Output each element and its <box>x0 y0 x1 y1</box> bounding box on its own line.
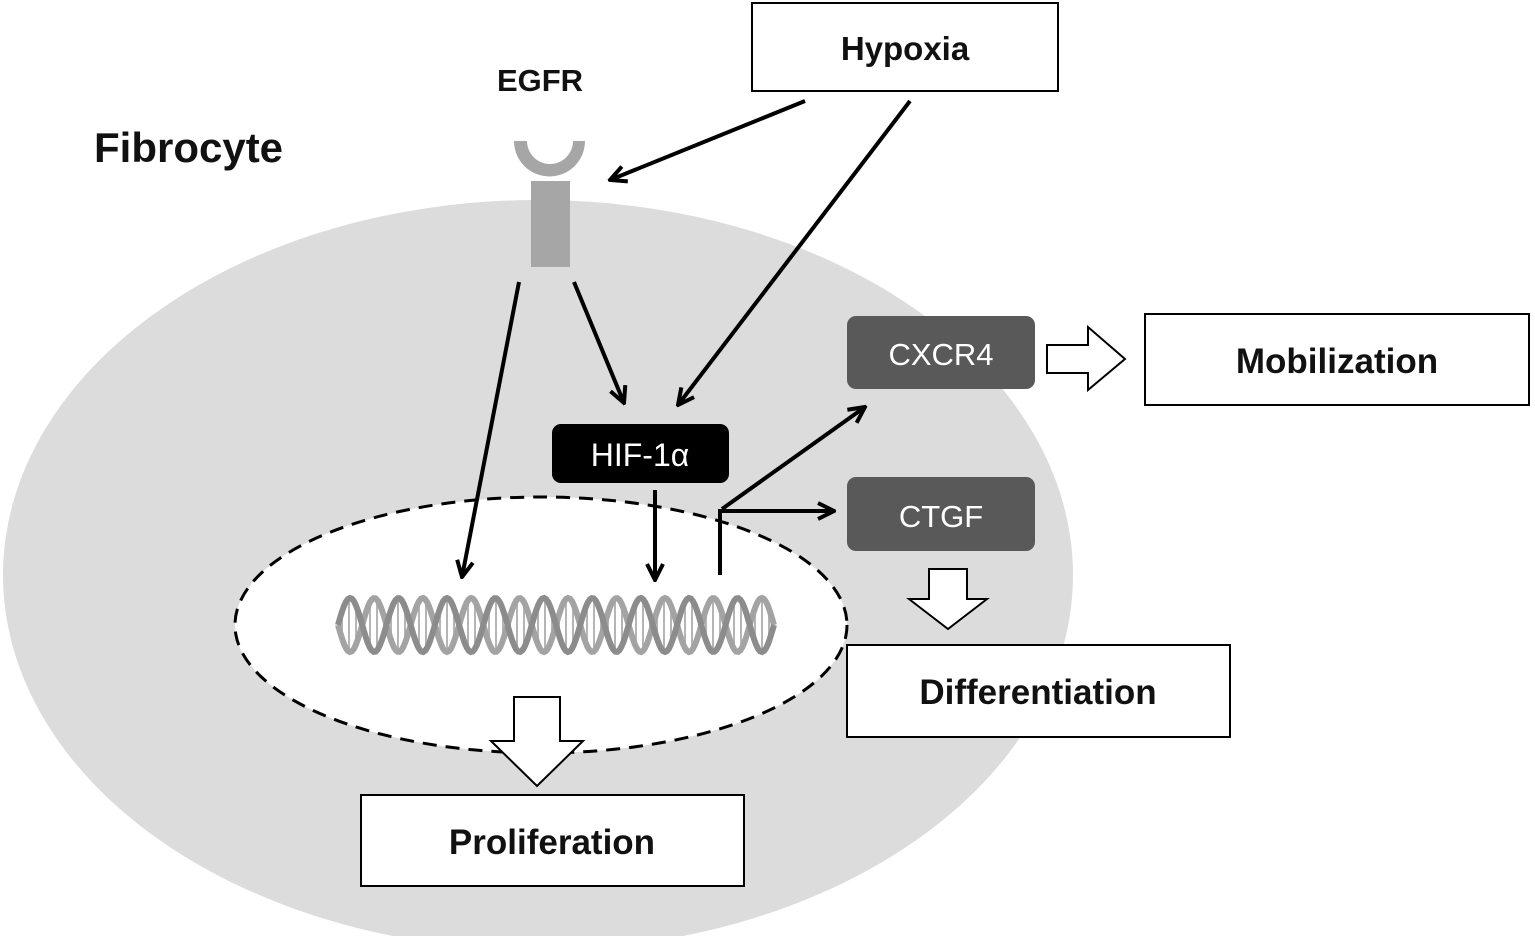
mobilization-box: Mobilization <box>1144 313 1530 406</box>
arrow-hypoxia-to-hif <box>678 99 912 405</box>
hypoxia-box: Hypoxia <box>751 2 1059 92</box>
cxcr4-node: CXCR4 <box>847 316 1035 389</box>
arrow-hypoxia-to-egfr <box>610 99 806 180</box>
transcription-branch <box>718 407 865 575</box>
ctgf-label: CTGF <box>899 499 983 534</box>
proliferation-label: Proliferation <box>449 823 655 862</box>
arrow-egfr-to-dna <box>462 281 521 577</box>
hollow-arrow-to-proliferation <box>488 696 586 788</box>
cell-label: Fibrocyte <box>94 124 283 171</box>
receptor-label: EGFR <box>497 63 583 98</box>
differentiation-box: Differentiation <box>846 644 1231 738</box>
cxcr4-label: CXCR4 <box>888 337 993 372</box>
hypoxia-label: Hypoxia <box>841 30 970 67</box>
hif-1a-label: HIF-1α <box>591 437 690 473</box>
hif-1a-node: HIF-1α <box>552 424 729 483</box>
proliferation-box: Proliferation <box>360 794 745 887</box>
arrow-egfr-to-hif <box>572 281 624 403</box>
mobilization-label: Mobilization <box>1236 342 1438 381</box>
hollow-arrow-to-mobilization <box>1046 324 1127 393</box>
differentiation-label: Differentiation <box>919 673 1156 712</box>
egfr-receptor-icon <box>514 141 585 267</box>
ctgf-node: CTGF <box>847 477 1035 551</box>
hollow-arrow-to-differentiation <box>906 568 990 631</box>
dna-helix-icon <box>335 594 777 656</box>
